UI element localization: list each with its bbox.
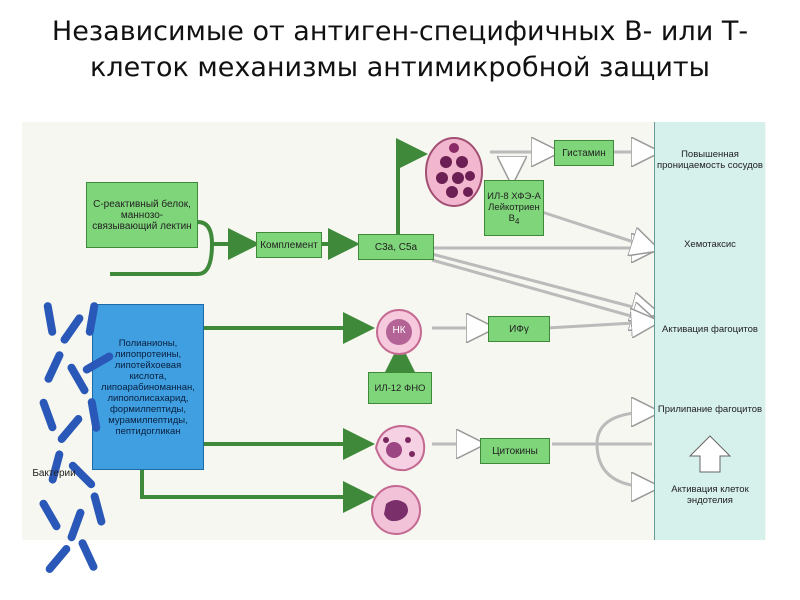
crp-label: С-реактивный белок, маннозо-связывающий … (92, 198, 192, 232)
bacteria-label: Бактерии (32, 468, 76, 479)
outcome-label: Активация клеток эндотелия (671, 484, 749, 506)
bacterium (44, 543, 72, 575)
bacterium (47, 449, 65, 485)
c3a-c5a-box: С3а, С5а (358, 234, 434, 260)
outcome-phagocyte-activation: Активация фагоцитов (655, 312, 765, 346)
il8-box: ИЛ-8 ХФЭ-А Лейкотриен В4 (484, 180, 544, 236)
outcome-endothelial-activation: Активация клеток эндотелия (655, 478, 765, 512)
bacteria-cluster (38, 301, 115, 582)
outcome-phagocyte-adhesion: Прилипание фагоцитов (655, 392, 765, 426)
complement-box: Комплемент (256, 232, 322, 258)
bacterium (85, 301, 99, 337)
polyanions-box: Полианионы, липопротеины, липотейхоевая … (92, 304, 204, 470)
il12-box: ИЛ-12 ФНО (368, 372, 432, 404)
bacterium (58, 312, 86, 346)
histamine-box: Гистамин (554, 140, 614, 166)
white-arrows (431, 152, 652, 487)
il8-text: ИЛ-8 ХФЭ-А Лейкотриен В (487, 190, 541, 224)
outcome-permeability: Повышенная проницаемость сосудов (655, 140, 765, 180)
ifn-label: ИФγ (509, 323, 529, 335)
up-arrow-icon (688, 435, 732, 473)
outcome-label: Активация фагоцитов (662, 323, 758, 335)
crp-box: С-реактивный белок, маннозо-связывающий … (86, 182, 198, 248)
bacterium (56, 413, 84, 445)
outcome-chemotaxis: Хемотаксис (655, 232, 765, 256)
polyanions-label: Полианионы, липопротеины, липотейхоевая … (101, 337, 195, 437)
cells-layer (371, 137, 483, 535)
diagram-figure: С-реактивный белок, маннозо-связывающий … (22, 122, 766, 575)
outcome-label: Хемотаксис (684, 238, 736, 250)
bacterium (66, 507, 86, 543)
bacterium (43, 301, 57, 337)
bacterium (43, 349, 65, 385)
cytokines-box: Цитокины (480, 438, 550, 464)
nk-cell (376, 309, 422, 355)
il12-label: ИЛ-12 ФНО (374, 382, 426, 394)
complement-label: Комплемент (260, 239, 318, 251)
mast-cell (425, 137, 483, 207)
arrows-layer (110, 122, 766, 513)
macrophage-cell (374, 424, 426, 472)
il8-label: ИЛ-8 ХФЭ-А Лейкотриен В4 (487, 191, 541, 226)
bacterium (89, 491, 107, 527)
cytokines-label: Цитокины (492, 445, 538, 457)
nk-label: НК (392, 325, 406, 336)
neutrophil-cell (371, 485, 421, 535)
outcomes-column: Повышенная проницаемость сосудов Хемотак… (654, 122, 765, 540)
c3a-c5a-label: С3а, С5а (374, 241, 418, 253)
outcome-label: Повышенная проницаемость сосудов (657, 149, 763, 171)
green-arrows (110, 138, 428, 513)
il8-subscript: 4 (514, 216, 520, 226)
histamine-label: Гистамин (562, 147, 606, 159)
slide-title: Независимые от антиген-специфичных В- ил… (51, 16, 749, 83)
bacterium (87, 397, 101, 433)
ifn-box: ИФγ (488, 316, 550, 342)
outcome-label: Прилипание фагоцитов (657, 403, 763, 415)
bacterium (77, 537, 99, 573)
